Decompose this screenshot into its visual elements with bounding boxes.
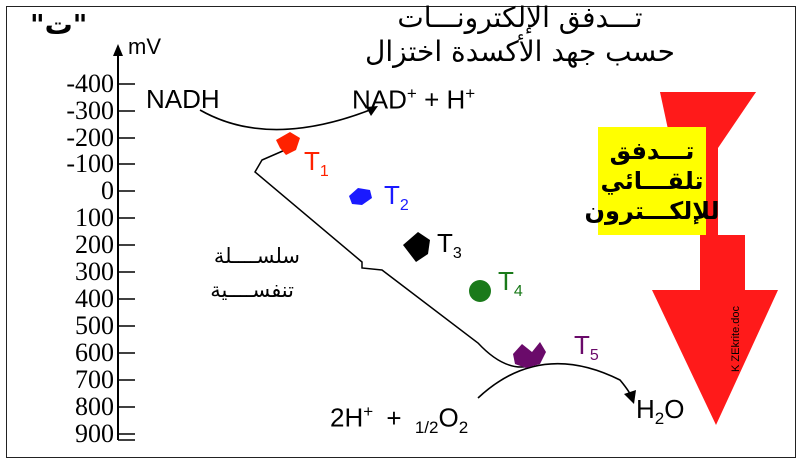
y-axis-ticks	[118, 83, 135, 435]
title-line-1: تـــدفق الإلكترونـــات	[397, 1, 643, 34]
flow-box-line-3: للإلكـــترون	[584, 197, 720, 225]
spontaneous-flow-box: تـــدفق تلقـــائي للإلكـــترون	[585, 127, 719, 235]
tick-label: 100	[75, 203, 114, 232]
oxygen-reaction-label: 2H+ + 1/2O2	[330, 402, 469, 437]
chain-label-line-2: تنفســــية	[210, 278, 294, 302]
t1-label: T1	[304, 146, 329, 181]
chain-label-line-1: سلســــلة	[213, 244, 300, 268]
tick-label: 300	[75, 257, 114, 286]
t5-shape	[513, 342, 546, 368]
t4-shape	[469, 280, 491, 302]
t3-label: T3	[437, 228, 462, 263]
figure-frame	[6, 6, 796, 458]
nadh-oxidation-arrow	[199, 107, 376, 131]
t3-shape	[403, 232, 430, 262]
nadh-label: NADH	[146, 84, 220, 114]
tick-label: 700	[75, 365, 114, 394]
y-axis-arrowhead	[113, 44, 123, 56]
tick-label: 900	[75, 419, 114, 448]
flow-box-line-2: تلقـــائي	[600, 167, 704, 195]
tick-label: 0	[101, 176, 114, 205]
tick-label: -300	[66, 96, 114, 125]
tick-label: -400	[66, 69, 114, 98]
tick-label: -100	[66, 149, 114, 178]
file-label: K ZEkrite.doc	[730, 305, 742, 372]
nadh-arrowhead	[366, 106, 378, 116]
corner-label: "ت"	[30, 8, 88, 41]
axis-unit: mV	[128, 34, 161, 59]
t2-label: T2	[384, 180, 409, 215]
arrow-top-wedge	[660, 92, 756, 150]
title-line-2: حسب جهد الأكسدة اختزال	[365, 35, 675, 68]
water-arrowhead	[624, 390, 636, 404]
tick-label: -200	[66, 123, 114, 152]
t2-shape	[349, 188, 372, 205]
tick-label: 500	[75, 311, 114, 340]
nad-label: NAD+ + H+	[352, 84, 476, 115]
water-label: H2O	[636, 394, 685, 429]
tick-label: 400	[75, 284, 114, 313]
water-formation-arrow	[477, 362, 633, 399]
tick-label: 200	[75, 230, 114, 259]
electron-path-line	[254, 149, 531, 368]
t5-label: T5	[574, 330, 599, 365]
t4-label: T4	[498, 266, 523, 301]
tick-label: 800	[75, 392, 114, 421]
t1-shape	[276, 132, 300, 155]
tick-label: 600	[75, 338, 114, 367]
flow-box-line-1: تـــدفق	[609, 137, 695, 165]
